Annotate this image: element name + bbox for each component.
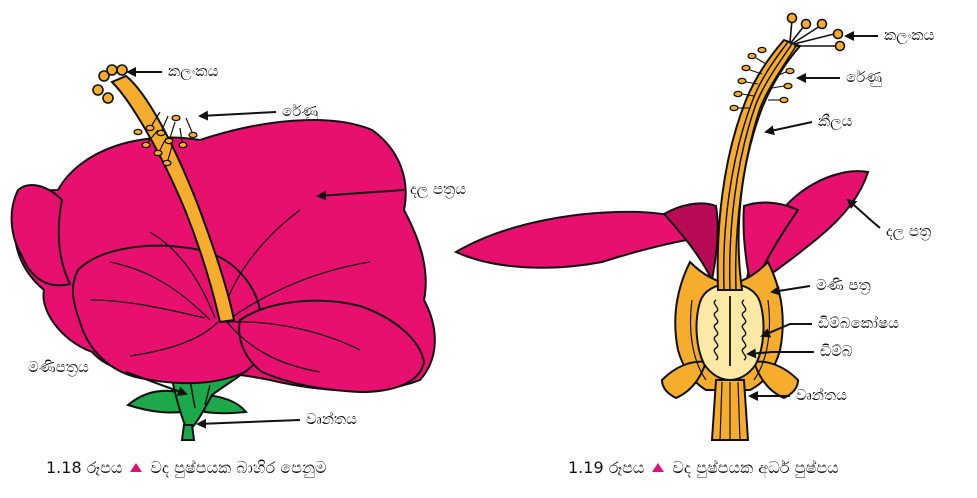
label-half-petal: දල පත්‍ර — [886, 222, 931, 240]
caption-1-19-number: 1.19 රූපය — [568, 458, 644, 477]
petal-group — [12, 120, 435, 392]
triangle-marker-icon — [652, 463, 664, 472]
arrow-anther — [200, 112, 276, 116]
arrow-ovule — [748, 352, 814, 354]
label-stigma: කලංකය — [168, 62, 218, 80]
arrow-pedicel — [198, 420, 300, 424]
figure-1-18-external-flower — [12, 65, 435, 440]
arrow-style — [766, 122, 812, 132]
label-half-anther: රේණු — [846, 68, 882, 86]
arrow-half-petal — [848, 200, 880, 228]
caption-1-18-text: වද පුෂ්පයක බාහිර පෙනුම — [150, 458, 326, 477]
label-sepal: මණිපත්‍රය — [28, 358, 89, 376]
label-half-pedicel: වෘන්තය — [796, 386, 847, 404]
caption-figure-1-18: 1.18 රූපය වද පුෂ්පයක බාහිර පෙනුම — [46, 458, 326, 478]
label-anther: රේණු — [282, 102, 318, 120]
caption-1-18-number: 1.18 රූපය — [46, 458, 122, 477]
label-pedicel: වෘන්තය — [306, 410, 357, 428]
figure-1-19-half-flower — [456, 14, 880, 441]
pedicel-stalk — [182, 425, 194, 440]
label-ovule: ඩිම්බ — [820, 342, 853, 360]
label-petal: දල පත්‍රය — [410, 180, 466, 198]
label-ovary: ඩිම්බකෝෂය — [818, 314, 899, 332]
label-half-sepal: මණි පත්‍ර — [816, 276, 871, 294]
label-style: කීලය — [818, 112, 852, 130]
caption-figure-1-19: 1.19 රූපය වද පුෂ්පයක අර්ධ පුෂ්පය — [568, 458, 839, 478]
caption-1-19-text: වද පුෂ්පයක අර්ධ පුෂ්පය — [672, 458, 838, 477]
triangle-marker-icon — [130, 463, 142, 472]
half-petal-group — [456, 171, 868, 292]
label-half-stigma: කලංකය — [884, 26, 934, 44]
